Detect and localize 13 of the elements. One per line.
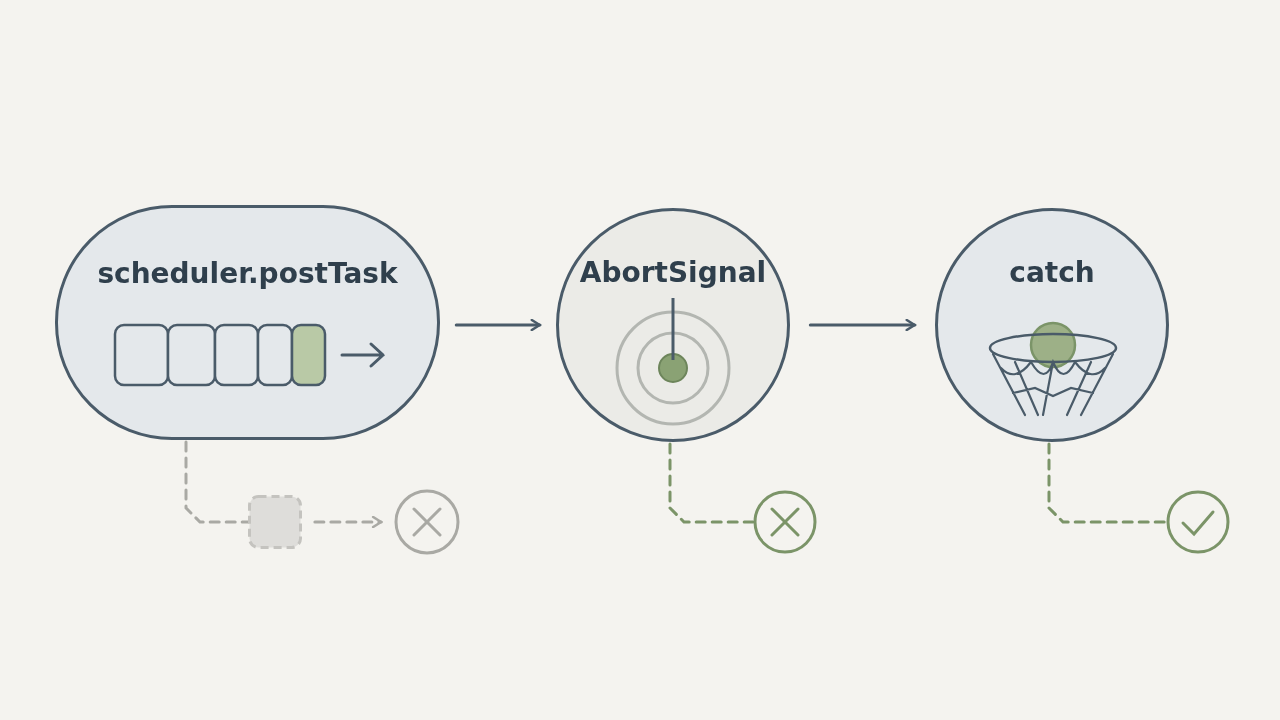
dashed-connector — [313, 515, 383, 529]
check-circle-icon — [1166, 490, 1230, 554]
cross-circle-icon — [753, 490, 817, 554]
arrow — [808, 318, 917, 332]
arrow — [454, 318, 542, 332]
cross-circle-icon — [394, 489, 460, 555]
node-title: catch — [1008, 256, 1096, 289]
placeholder-box — [248, 495, 302, 549]
dashed-connector — [668, 442, 755, 524]
dashed-connector — [1047, 442, 1168, 524]
dashed-connector — [184, 440, 250, 524]
node-title: scheduler.postTask — [96, 257, 399, 290]
node-title: AbortSignal — [578, 256, 768, 289]
